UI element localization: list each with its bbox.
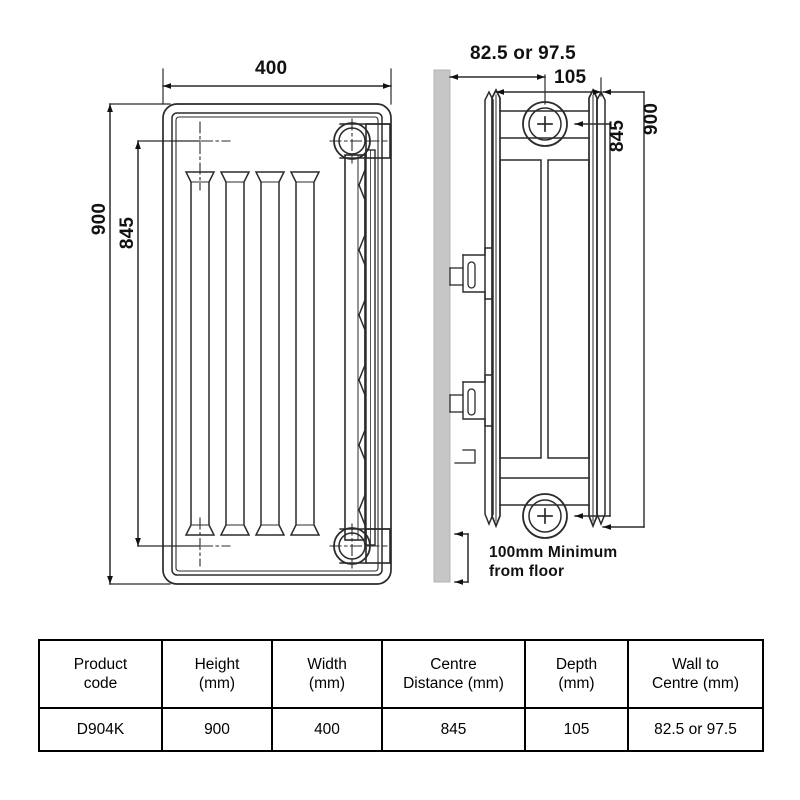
specification-table: Product code Height (mm) Width (mm) Cent… bbox=[38, 639, 764, 752]
floor-clearance-note-line2: from floor bbox=[489, 563, 565, 580]
floor-clearance-note-line1: 100mm Minimum bbox=[489, 544, 618, 561]
cell-height: 900 bbox=[161, 707, 273, 752]
cell-wall-to-centre: 82.5 or 97.5 bbox=[627, 707, 764, 752]
table-header-row: Product code Height (mm) Width (mm) Cent… bbox=[38, 639, 764, 709]
th-centre-distance-line1: Centre bbox=[430, 656, 477, 673]
th-width: Width (mm) bbox=[271, 639, 383, 709]
th-product-code: Product code bbox=[38, 639, 163, 709]
side-dim-wall-to-centre-label: 82.5 or 97.5 bbox=[470, 43, 576, 64]
th-height: Height (mm) bbox=[161, 639, 273, 709]
cell-width: 400 bbox=[271, 707, 383, 752]
th-product-code-line1: Product bbox=[73, 656, 128, 673]
th-wall-to-centre-line2: Centre (mm) bbox=[652, 675, 739, 692]
front-dim-centres-label: 845 bbox=[117, 216, 138, 250]
side-dim-depth-label: 105 bbox=[554, 67, 587, 88]
side-dim-height-label: 900 bbox=[641, 102, 662, 136]
front-dim-width-label: 400 bbox=[255, 58, 288, 79]
cell-product-code: D904K bbox=[38, 707, 163, 752]
front-elevation-group bbox=[107, 68, 392, 585]
th-width-line2: (mm) bbox=[308, 675, 346, 692]
th-centre-distance-line2: Distance (mm) bbox=[403, 675, 504, 692]
side-dim-centres-label: 845 bbox=[607, 119, 628, 153]
table-row: D904K 900 400 845 105 82.5 or 97.5 bbox=[38, 707, 764, 752]
front-dim-height-label: 900 bbox=[89, 202, 110, 236]
side-elevation-group bbox=[433, 69, 645, 585]
th-depth-line1: Depth bbox=[555, 656, 598, 673]
th-product-code-line2: code bbox=[83, 675, 118, 692]
th-width-line1: Width bbox=[307, 656, 347, 673]
th-depth: Depth (mm) bbox=[524, 639, 629, 709]
th-height-line2: (mm) bbox=[198, 675, 236, 692]
cell-centre-distance: 845 bbox=[381, 707, 526, 752]
th-centre-distance: Centre Distance (mm) bbox=[381, 639, 526, 709]
cell-depth: 105 bbox=[524, 707, 629, 752]
th-depth-line2: (mm) bbox=[558, 675, 595, 692]
th-wall-to-centre-line1: Wall to bbox=[672, 656, 719, 673]
th-height-line1: Height bbox=[194, 656, 240, 673]
th-wall-to-centre: Wall to Centre (mm) bbox=[627, 639, 764, 709]
